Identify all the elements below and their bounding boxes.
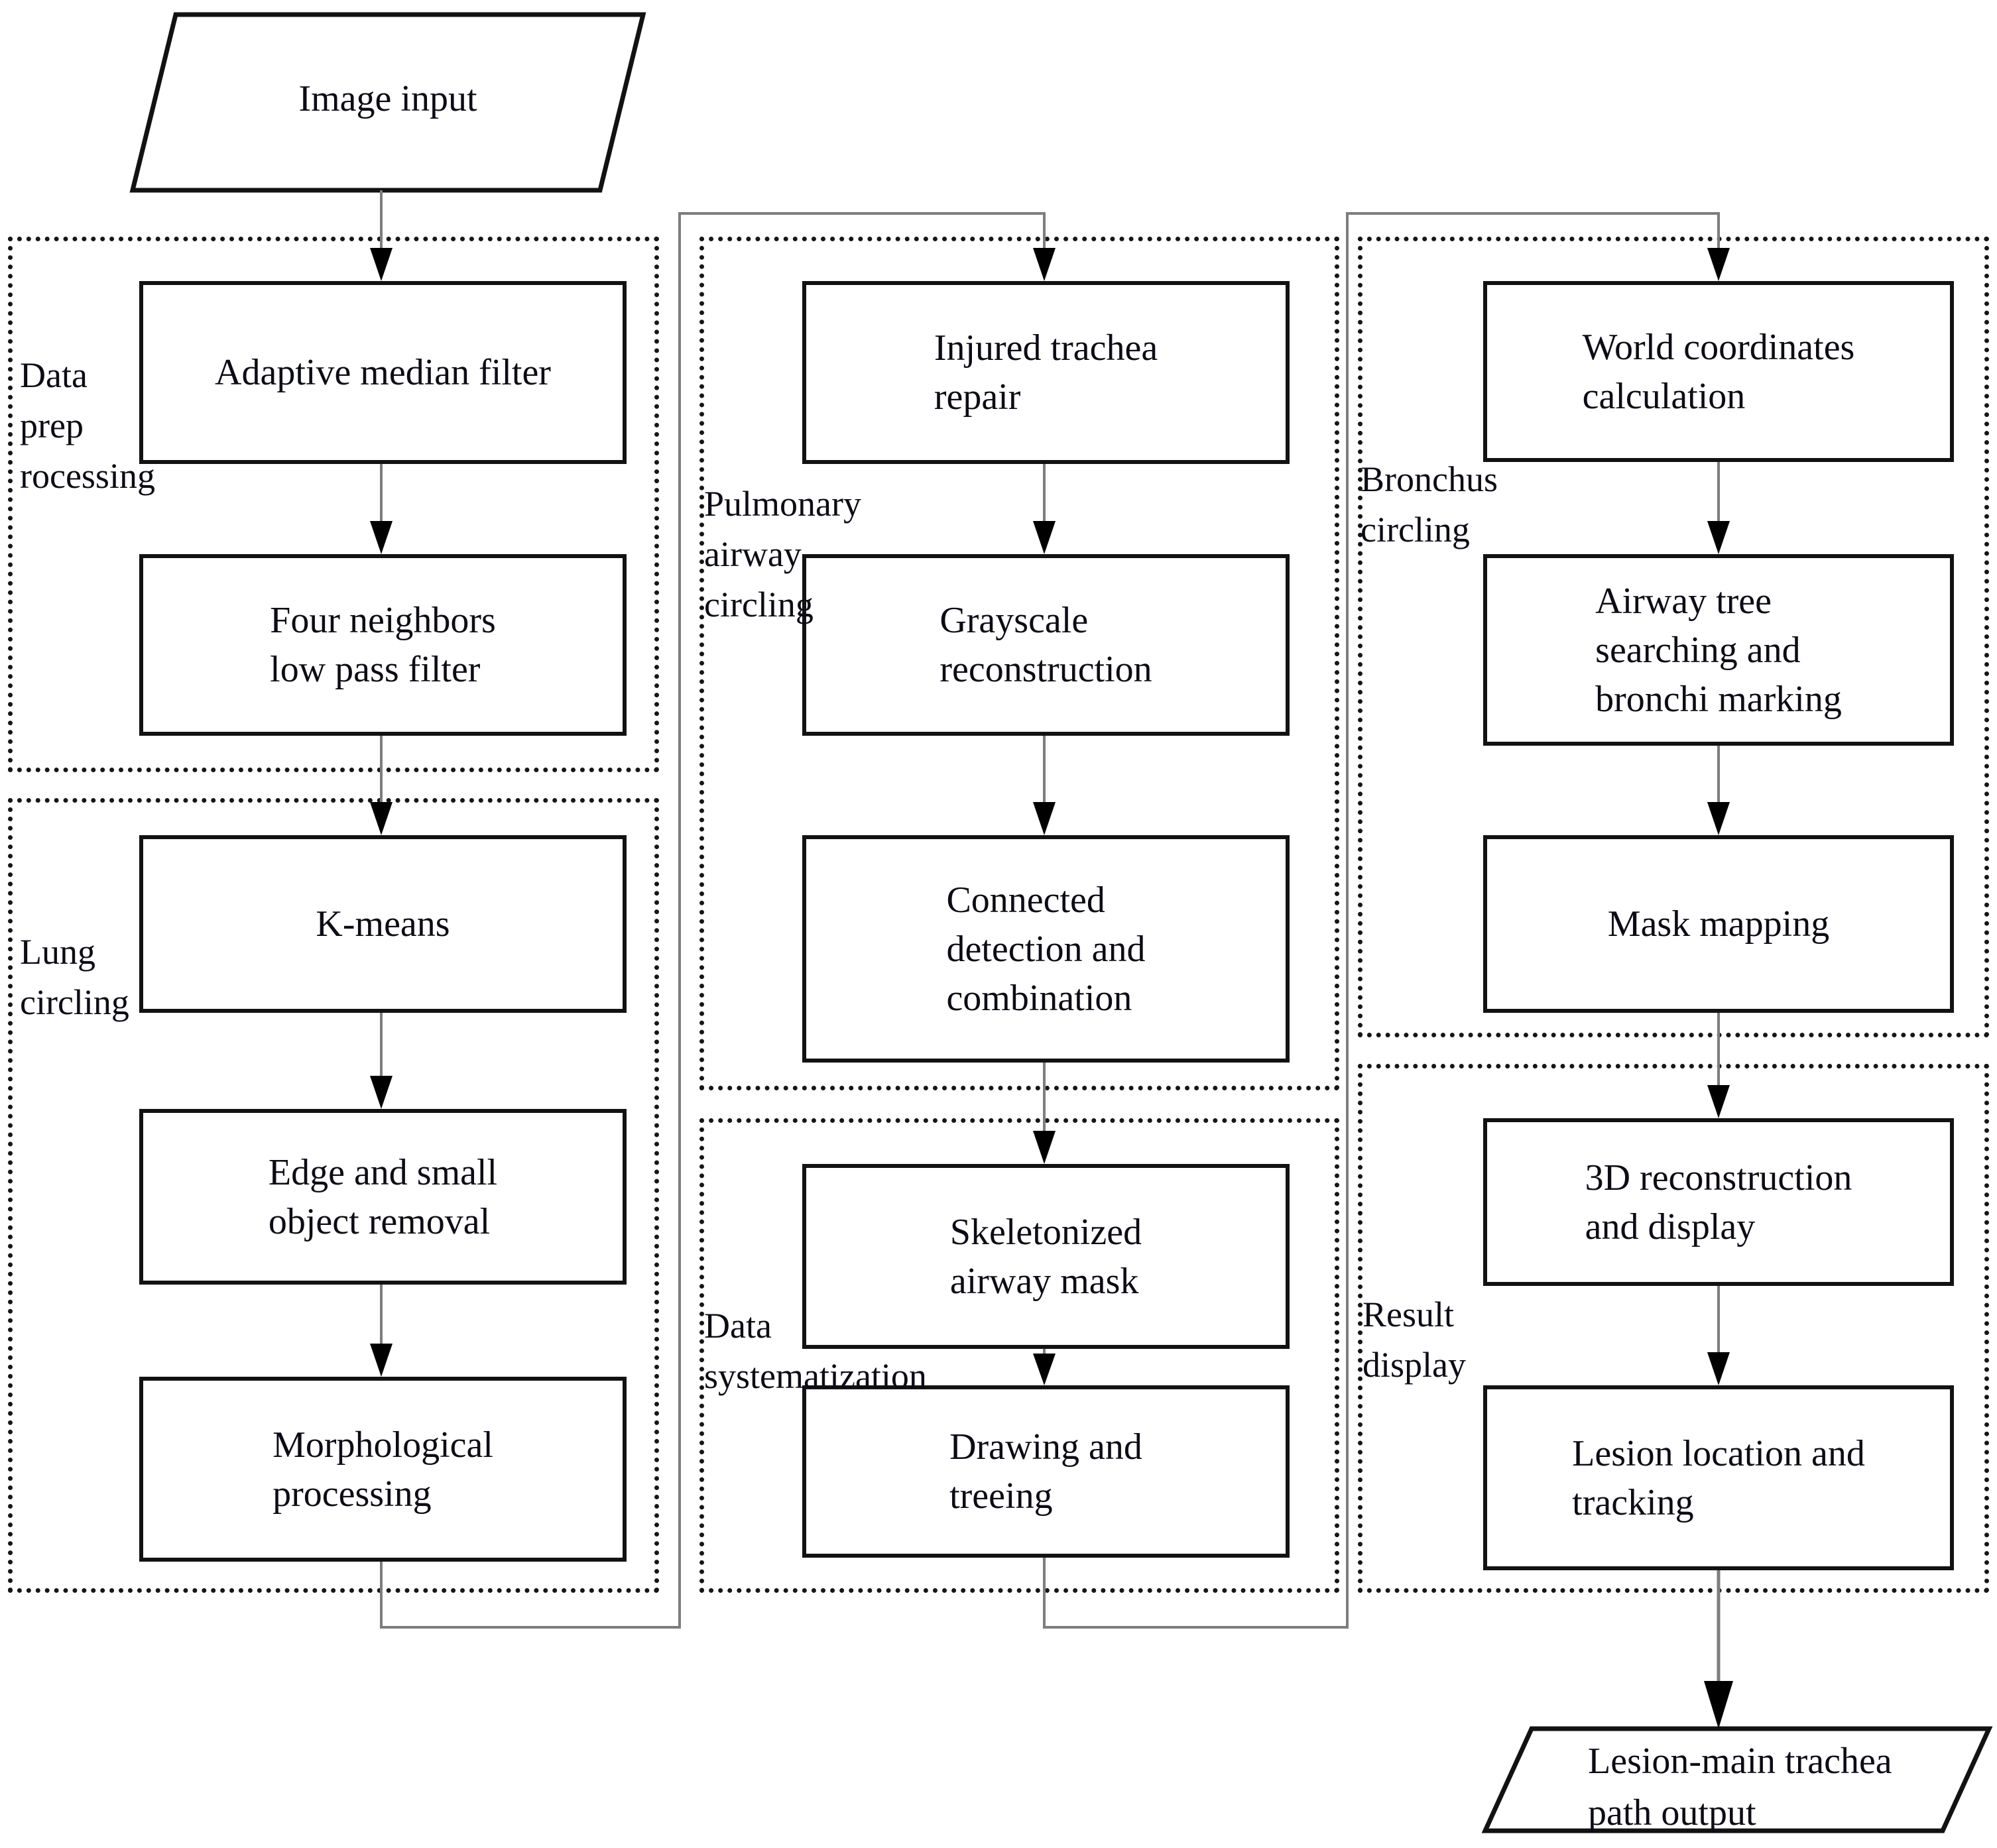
box-edge-and-small-object-removal: Edge and small object removal: [139, 1109, 627, 1285]
box-grayscale-reconstruction-label: Grayscale reconstruction: [939, 600, 1152, 690]
arrow-fourneighbors-to-kmeans: [370, 736, 393, 835]
arrow-injured-to-grayscale: [1033, 464, 1056, 554]
box-connected-detection-and-combination: Connected detection and combination: [802, 835, 1290, 1063]
box-airway-tree-searching-and-bronchi-marking-label: Airway tree searching and bronchi markin…: [1595, 580, 1842, 720]
box-drawing-and-treeing: Drawing and treeing: [802, 1385, 1290, 1558]
box-edge-and-small-object-removal-label: Edge and small object removal: [268, 1151, 498, 1242]
image-input-parallelogram: [129, 12, 646, 193]
arrow-3drecon-to-lesionlocation: [1707, 1286, 1730, 1385]
box-world-coordinates-calculation-label: World coordinates calculation: [1582, 326, 1855, 417]
box-injured-trachea-repair: Injured trachea repair: [802, 281, 1290, 464]
arrow-airwaytree-to-maskmapping: [1707, 746, 1730, 835]
arrow-world-to-airwaytree: [1707, 462, 1730, 554]
group-lung-circling: [8, 798, 659, 1593]
group-data-systematization: [699, 1118, 1339, 1593]
arrow-grayscale-to-connected: [1033, 736, 1056, 835]
box-drawing-and-treeing-label: Drawing and treeing: [949, 1426, 1142, 1517]
lesion-output-parallelogram: [1481, 1726, 1993, 1833]
label-data-preprocessing: Data prep rocessing: [20, 355, 155, 496]
box-mask-mapping: Mask mapping: [1483, 835, 1954, 1013]
box-morphological-processing: Morphological processing: [139, 1377, 627, 1562]
group-pulmonary-airway-circling: [699, 237, 1339, 1090]
group-data-preprocessing: [8, 237, 659, 772]
box-mask-mapping-label: Mask mapping: [1607, 903, 1830, 945]
terminal-image-input: Image input: [298, 78, 477, 119]
label-result-display: Result display: [1362, 1295, 1466, 1385]
box-adaptive-median-filter-label: Adaptive median filter: [215, 352, 551, 393]
connector-lung-to-pulmonary: [380, 212, 1056, 1629]
group-result-display: [1358, 1064, 1989, 1593]
arrow-edge-to-morphological: [370, 1285, 393, 1377]
label-pulmonary-airway-circling: Pulmonary airway circling: [704, 484, 861, 624]
arrow-adaptive-to-fourneighbors: [370, 464, 393, 554]
box-airway-tree-searching-and-bronchi-marking: Airway tree searching and bronchi markin…: [1483, 554, 1954, 746]
label-data-systematization: Data systematization: [704, 1306, 927, 1396]
box-skeletonized-airway-mask-label: Skeletonized airway mask: [949, 1211, 1142, 1302]
terminal-lesion-output: Lesion-main trachea path output: [1588, 1741, 1892, 1833]
box-skeletonized-airway-mask: Skeletonized airway mask: [802, 1164, 1290, 1349]
arrow-lesionlocation-to-output: [1704, 1570, 1733, 1729]
box-grayscale-reconstruction: Grayscale reconstruction: [802, 554, 1290, 736]
box-four-neighbors-low-pass-filter-label: Four neighbors low pass filter: [270, 600, 496, 690]
box-morphological-processing-label: Morphological processing: [272, 1424, 493, 1515]
box-adaptive-median-filter: Adaptive median filter: [139, 281, 627, 464]
box-connected-detection-and-combination-label: Connected detection and combination: [946, 879, 1146, 1019]
box-four-neighbors-low-pass-filter: Four neighbors low pass filter: [139, 554, 627, 736]
box-injured-trachea-repair-label: Injured trachea repair: [934, 327, 1158, 418]
arrow-skeletonized-to-drawing: [1033, 1349, 1056, 1385]
arrow-imageinput-to-adaptive: [370, 190, 393, 281]
box-k-means: K-means: [139, 835, 627, 1013]
arrow-connected-to-skeletonized: [1033, 1063, 1056, 1164]
group-bronchus-circling: [1358, 237, 1989, 1037]
label-lung-circling: Lung circling: [20, 932, 129, 1022]
box-lesion-location-and-tracking-label: Lesion location and tracking: [1572, 1432, 1865, 1523]
box-lesion-location-and-tracking: Lesion location and tracking: [1483, 1385, 1954, 1570]
connector-datasyst-to-bronchus: [1043, 212, 1730, 1629]
label-bronchus-circling: Bronchus circling: [1361, 459, 1498, 549]
box-k-means-label: K-means: [316, 903, 450, 945]
arrow-maskmapping-to-3drecon: [1707, 1013, 1730, 1118]
box-3d-reconstruction-and-display-label: 3D reconstruction and display: [1585, 1157, 1852, 1247]
box-world-coordinates-calculation: World coordinates calculation: [1483, 281, 1954, 462]
box-3d-reconstruction-and-display: 3D reconstruction and display: [1483, 1118, 1954, 1286]
arrow-kmeans-to-edge: [370, 1013, 393, 1109]
